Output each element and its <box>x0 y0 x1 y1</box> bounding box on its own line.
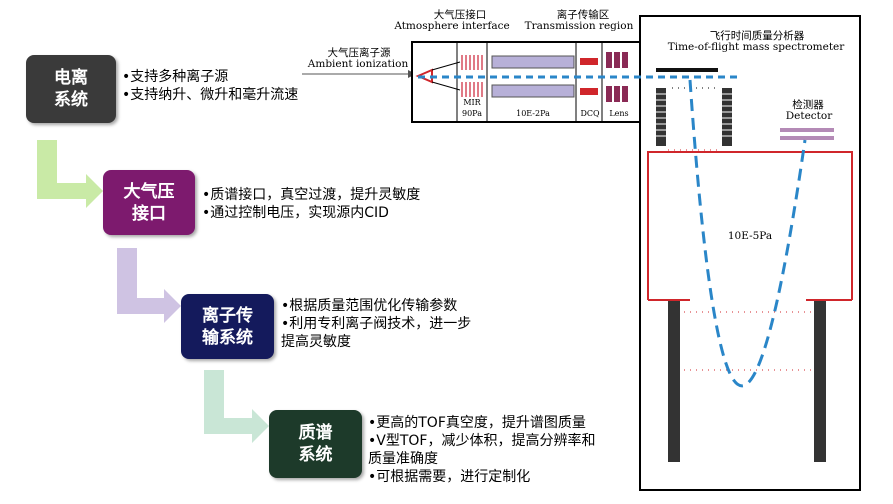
bullet: •根据质量范围优化传输参数 <box>281 298 458 314</box>
bullet: •质谱接口，真空过渡，提升灵敏度 <box>202 187 421 203</box>
atm-label-cn: 大气压接口 <box>433 9 487 21</box>
detector-label-en: Detector <box>785 110 833 122</box>
step-ionization-box: 电离 系统 <box>26 55 116 123</box>
pressure-90pa: 90Pa <box>462 109 482 118</box>
lens-label: Lens <box>609 109 629 118</box>
bullet: •支持纳升、微升和毫升流速 <box>122 87 299 103</box>
bullet: •可根据需要，进行定制化 <box>368 469 531 485</box>
trans-label-cn: 离子传输区 <box>556 9 610 21</box>
pressure-10e2pa: 10E-2Pa <box>516 109 550 118</box>
bullet: •更高的TOF真空度，提升谱图质量 <box>368 415 586 431</box>
step-transmission-box: 离子传 输系统 <box>181 294 274 359</box>
bullet: •利用专利离子阀技术，进一步 提高灵敏度 <box>281 316 472 350</box>
tof-label-en: Time-of-flight mass spectrometer <box>667 41 845 53</box>
dcq-label: DCQ <box>580 109 600 118</box>
bullet: •支持多种离子源 <box>122 69 229 85</box>
step-atm-interface-bullets: •质谱接口，真空过渡，提升灵敏度 •通过控制电压，实现源内CID <box>202 186 420 222</box>
step-ionization-bullets: •支持多种离子源 •支持纳升、微升和毫升流速 <box>122 68 298 104</box>
step-transmission-bullets: •根据质量范围优化传输参数 •利用专利离子阀技术，进一步 提高灵敏度 <box>281 297 471 351</box>
step-ms-box: 质谱 系统 <box>269 410 362 478</box>
tof-label-cn: 飞行时间质量分析器 <box>709 30 805 42</box>
step-atm-interface-box: 大气压 接口 <box>103 170 195 235</box>
mir-label: MIR <box>463 98 481 107</box>
bullet: •通过控制电压，实现源内CID <box>202 205 389 221</box>
trans-label-en: Transmission region <box>524 20 634 32</box>
detector-label-cn: 检测器 <box>792 99 824 111</box>
step-ms-bullets: •更高的TOF真空度，提升谱图质量 •V型TOF，减少体积，提高分辨率和 质量准… <box>368 414 595 486</box>
atm-label-en: Atmosphere interface <box>394 20 510 32</box>
ambient-label-en: Ambient ionization <box>307 58 409 70</box>
bullet: •V型TOF，减少体积，提高分辨率和 质量准确度 <box>368 433 596 467</box>
ambient-label-cn: 大气压离子源 <box>327 47 391 59</box>
pressure-10e5pa: 10E-5Pa <box>727 230 773 242</box>
